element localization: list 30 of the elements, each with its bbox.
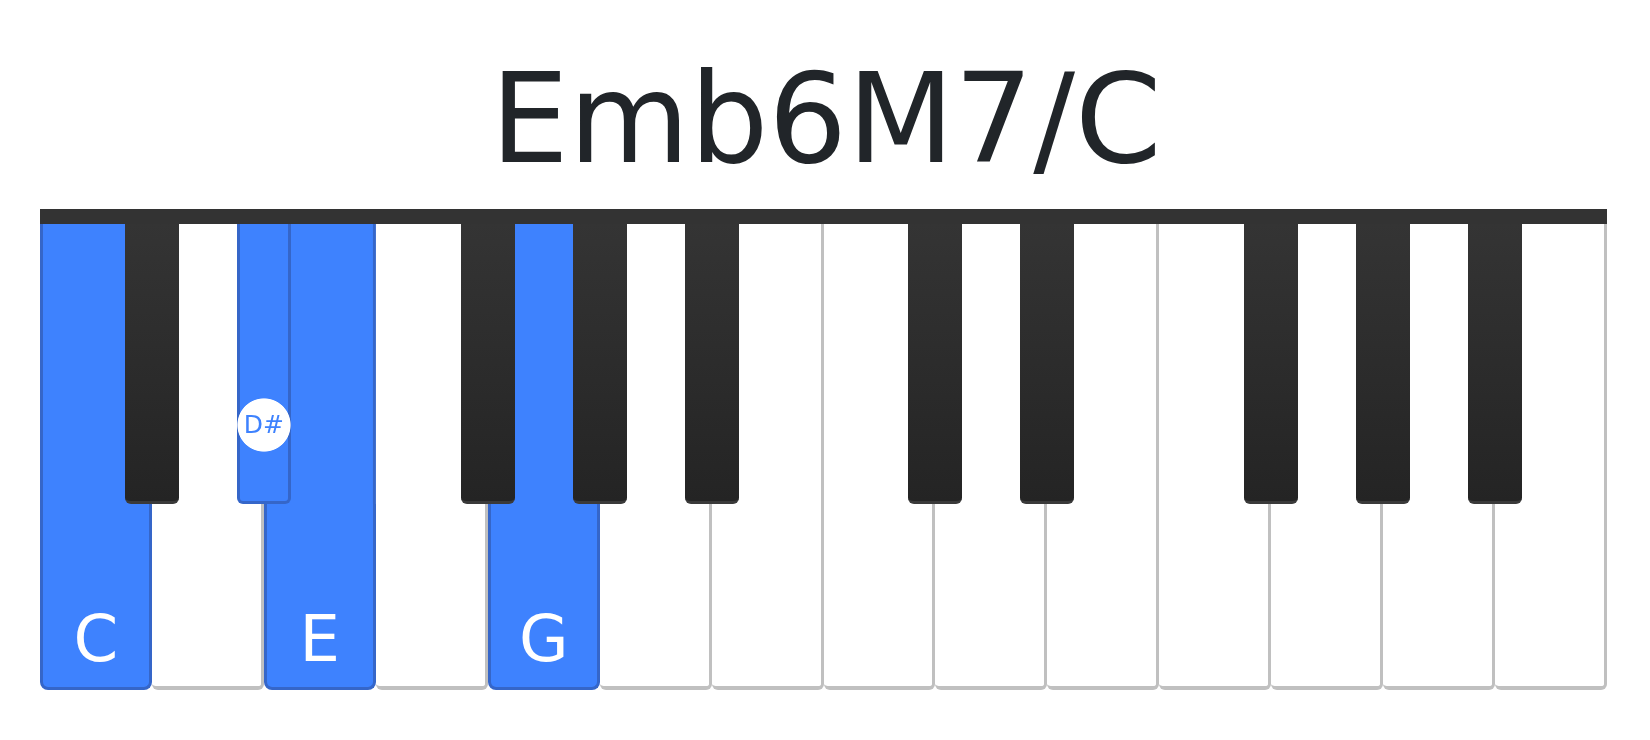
natural-key — [40, 504, 152, 690]
note-label: E — [299, 607, 341, 671]
natural-key — [263, 504, 376, 690]
natural-key — [711, 504, 824, 690]
sharp-key — [1020, 224, 1075, 504]
natural-key — [1159, 504, 1272, 690]
sharp-key — [572, 224, 627, 504]
natural-key — [935, 504, 1048, 690]
note-label: D# — [236, 398, 291, 452]
natural-key — [1495, 504, 1607, 690]
sharp-key — [1244, 224, 1299, 504]
sharp-key — [236, 224, 291, 504]
note-label: G — [518, 607, 569, 671]
sharp-key — [908, 224, 963, 504]
natural-key — [487, 504, 600, 690]
natural-key — [1047, 504, 1160, 690]
sharp-key — [124, 224, 179, 504]
sharp-key — [684, 224, 739, 504]
natural-key — [599, 504, 712, 690]
natural-key — [823, 504, 936, 690]
sharp-key — [460, 224, 515, 504]
sharp-key — [1468, 224, 1523, 504]
natural-key — [1271, 504, 1384, 690]
piano-keyboard — [40, 209, 1607, 690]
natural-key — [1383, 504, 1496, 690]
chord-title: Emb6M7/C — [490, 57, 1162, 181]
natural-key — [375, 504, 488, 690]
note-label: C — [73, 607, 119, 671]
natural-key — [151, 504, 264, 690]
sharp-key — [1356, 224, 1411, 504]
